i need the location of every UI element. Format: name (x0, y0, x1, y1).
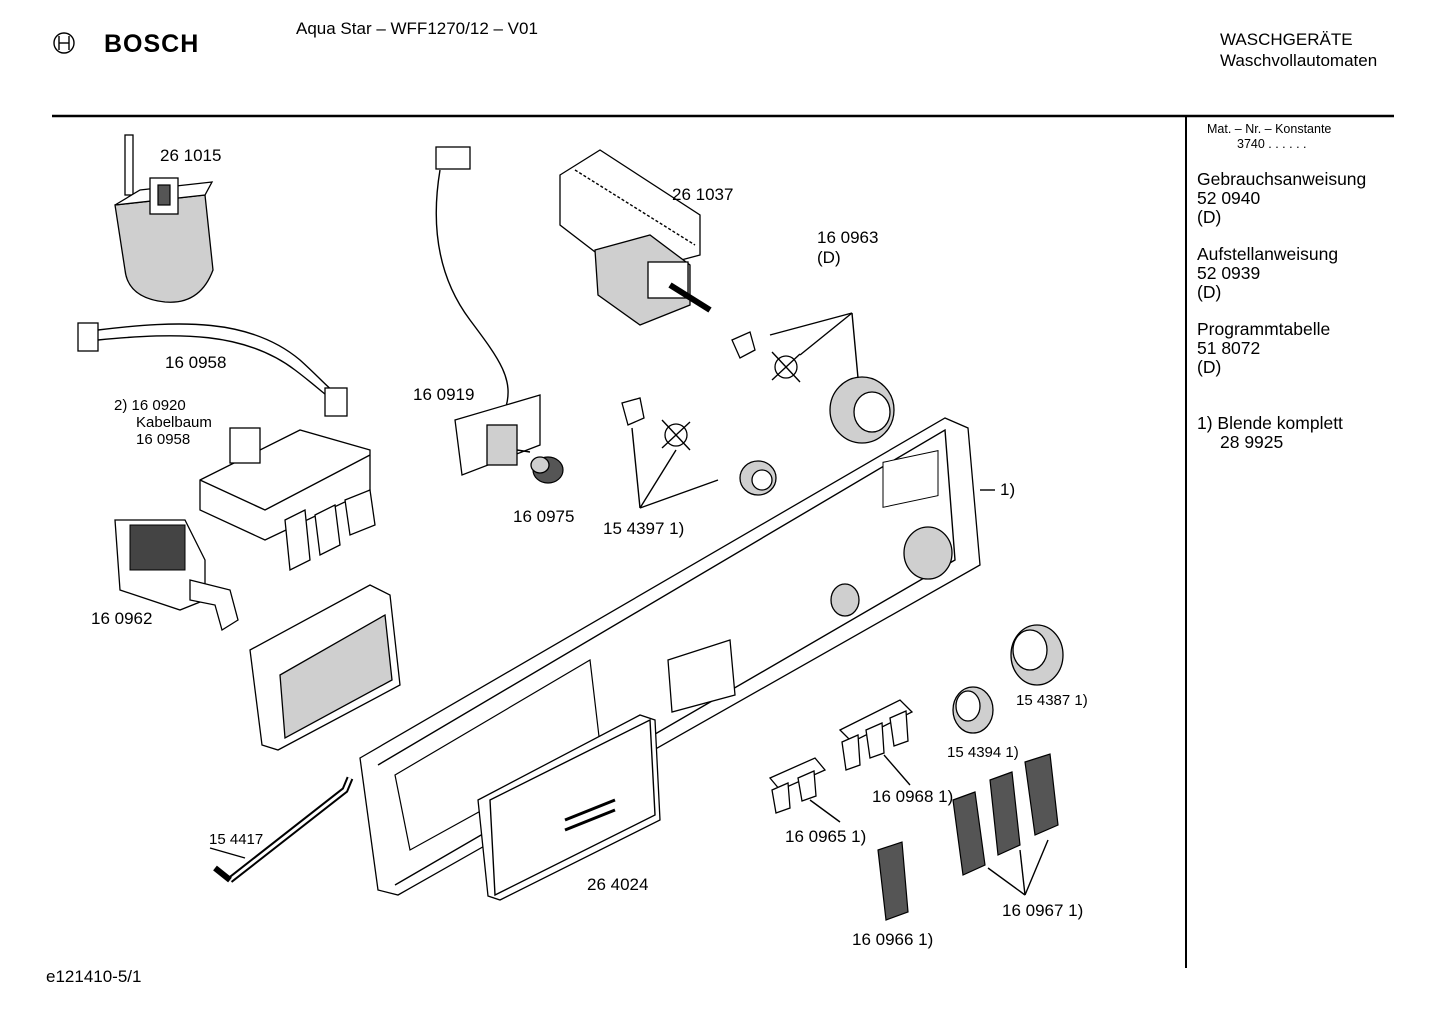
doc-title-3: Programmtabelle (1197, 319, 1331, 339)
label-160965: 16 0965 1) (785, 827, 867, 846)
part-160965-contacts (768, 757, 841, 823)
part-264024-drawer-panel (477, 714, 661, 901)
label-160968: 16 0968 1) (872, 787, 954, 806)
part-160975-knob (530, 456, 564, 484)
label-160920-line1: 2) 16 0920 (114, 397, 186, 414)
doc-number-3: 51 8072 (1197, 338, 1261, 358)
doc-number-2: 52 0939 (1197, 263, 1261, 283)
part-160967-buttons (952, 753, 1059, 896)
label-160958: 16 0958 (165, 353, 227, 372)
label-160920-line2: Kabelbaum (136, 414, 212, 431)
part-261015-filter (114, 134, 214, 303)
model-title: Aqua Star – WFF1270/12 – V01 (296, 19, 538, 38)
doc-title-1: Gebrauchsanweisung (1197, 169, 1367, 189)
doc-title-2: Aufstellanweisung (1197, 244, 1339, 264)
label-160975: 16 0975 (513, 507, 575, 526)
category-primary: WASCHGERÄTE (1220, 30, 1353, 49)
label-160962: 16 0962 (91, 609, 153, 628)
label-160967: 16 0967 1) (1002, 901, 1084, 920)
konstante-value: 3740 . . . . . . (1237, 137, 1307, 151)
part-160963-knob (731, 312, 895, 444)
doc-lang-3: (D) (1197, 357, 1222, 377)
label-fascia: 1) (1000, 480, 1016, 499)
part-160968-contacts (838, 699, 914, 786)
drawing-id: e121410-5/1 (46, 967, 142, 986)
note-title: 1) Blende komplett (1197, 413, 1343, 433)
label-160966: 16 0966 1) (852, 930, 934, 949)
part-154387-knob (1010, 624, 1064, 686)
label-264024: 26 4024 (587, 875, 649, 894)
label-261037: 26 1037 (672, 185, 734, 204)
bosch-logo-icon (53, 32, 75, 54)
label-154397: 15 4397 1) (603, 519, 685, 538)
part-fascia-panel (359, 417, 995, 896)
konstante-label: Mat. – Nr. – Konstante (1207, 122, 1332, 136)
part-160958-cable (77, 322, 348, 417)
label-160963-line1: 16 0963 (817, 228, 879, 247)
label-154394: 15 4394 1) (947, 744, 1019, 761)
label-261015: 26 1015 (160, 146, 222, 165)
label-160919: 16 0919 (413, 385, 475, 404)
part-160962-switch (114, 519, 239, 632)
label-160963-line2: (D) (817, 248, 841, 267)
part-160920-module (199, 427, 376, 572)
category-secondary: Waschvollautomaten (1220, 51, 1378, 70)
doc-lang-2: (D) (1197, 282, 1222, 302)
brand-name: BOSCH (104, 30, 200, 58)
part-rear-bracket (249, 584, 401, 751)
part-160919-cable-board (435, 146, 541, 476)
part-154394-knob (952, 686, 994, 734)
part-154397-parts (621, 397, 777, 509)
part-154417-rod (209, 776, 354, 883)
label-154417: 15 4417 (209, 831, 264, 848)
doc-lang-1: (D) (1197, 207, 1222, 227)
part-160966-button (877, 841, 909, 921)
doc-number-1: 52 0940 (1197, 188, 1261, 208)
label-160920-line3: 16 0958 (136, 431, 191, 448)
label-154387: 15 4387 1) (1016, 692, 1088, 709)
part-261037-control-unit (559, 149, 712, 326)
note-number: 28 9925 (1220, 432, 1284, 452)
